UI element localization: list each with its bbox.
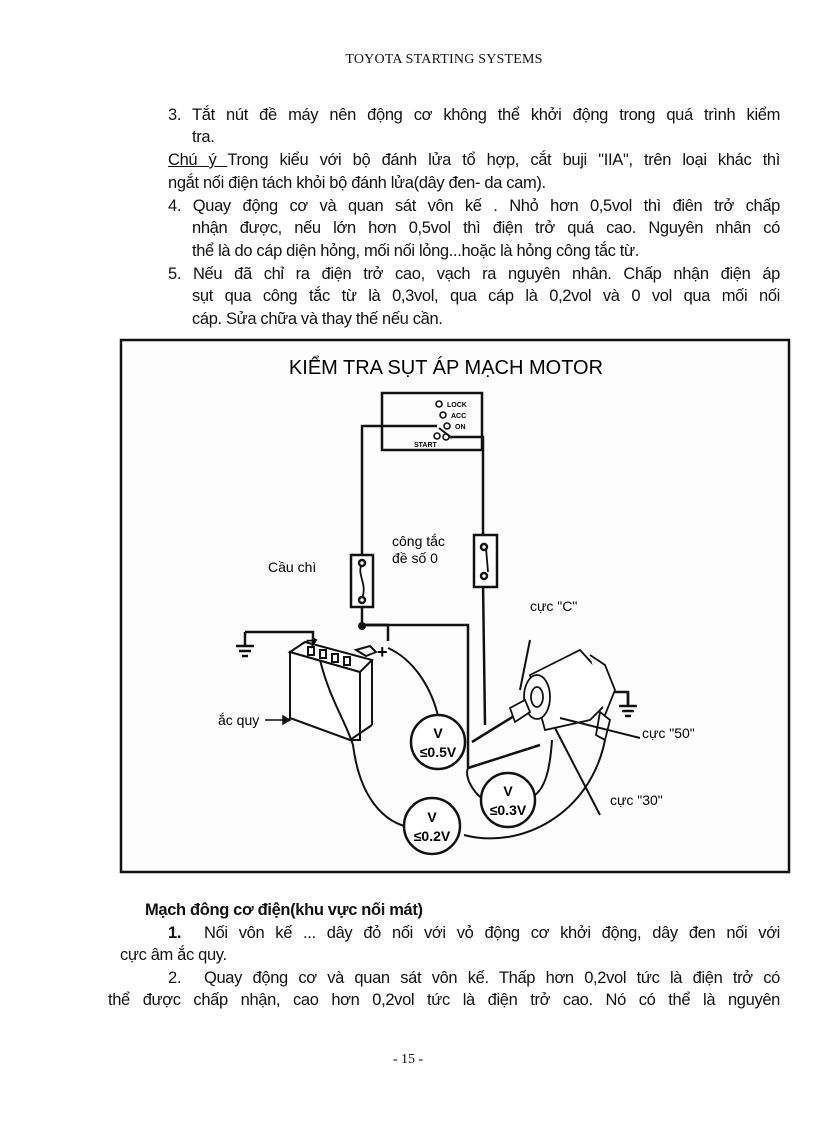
fuse-icon	[349, 553, 375, 609]
diagram-frame	[119, 338, 791, 874]
item-5-line-3: cáp. Sửa chữa và thay thế nếu cần.	[192, 310, 443, 328]
meter-leads	[319, 639, 641, 840]
voltmeter-symbol: V	[433, 725, 443, 741]
item-number: 1.	[168, 924, 182, 942]
voltmeter-symbol: V	[427, 809, 437, 825]
switch-on-label: ON	[455, 424, 466, 431]
item-4-line-2: nhận được, nếu lớn hơn 0,5vol thì điện t…	[192, 219, 780, 237]
item-3-line-2: tra.	[192, 128, 215, 146]
item-text: Quay động cơ và quan sát vôn kế. Thấp hơ…	[204, 969, 780, 987]
bottom-item-2-line-2: thể được chấp nhận, cao hơn 0,2vol tức l…	[108, 991, 780, 1009]
voltmeter-reading: ≤0.2V	[414, 828, 451, 844]
item-3-line-1: 3. Tắt nút đề máy nên động cơ không thể …	[168, 106, 780, 124]
junction-dot	[358, 622, 366, 630]
voltmeter-reading: ≤0.3V	[490, 802, 527, 818]
voltmeter-symbol: V	[503, 783, 513, 799]
ground-icon	[236, 632, 254, 658]
voltmeter-0.2v: V ≤0.2V	[402, 796, 462, 856]
item-number: 2.	[168, 969, 182, 987]
starter-motor-icon	[508, 648, 616, 742]
ground-icon	[619, 692, 637, 718]
switch-acc-label: ACC	[451, 413, 466, 420]
item-4-line-1: 4. Quay động cơ và quan sát vôn kế . Nhỏ…	[168, 197, 780, 215]
voltmeter-reading: ≤0.5V	[420, 744, 457, 760]
bottom-item-1-line-2: cực âm ắc quy.	[120, 946, 227, 964]
note-line-1: Chú ý Trong kiểu với bộ đánh lửa tổ hợp,…	[168, 150, 780, 170]
switch-start-label: START	[414, 442, 438, 449]
terminal-30-label: cực "30"	[610, 792, 663, 808]
section-heading: Mạch đông cơ điện(khu vực nối mát)	[145, 901, 423, 919]
item-5-line-1: 5. Nếu đã chỉ ra điện trở cao, vạch ra n…	[168, 265, 780, 283]
voltmeter-0.5v: V ≤0.5V	[409, 713, 467, 771]
fuse-label: Cầu chì	[268, 559, 316, 575]
starter-switch-label-2: đề số 0	[392, 550, 438, 566]
switch-lock-label: LOCK	[447, 402, 467, 409]
battery-label: ắc quy	[218, 712, 259, 728]
battery-minus-sign: −	[306, 633, 315, 650]
voltmeter-0.3v: V ≤0.3V	[479, 771, 537, 829]
note-line-2: ngắt nối điện tách khỏi bộ đánh lửa(dây …	[168, 174, 546, 192]
item-4-line-3: thể là do cáp diện hỏng, mối nối lỏng...…	[192, 242, 639, 260]
bottom-item-1-line-1: 1. Nối vôn kế ... dây đỏ nối với vỏ động …	[168, 923, 780, 943]
bottom-item-2-line-1: 2. Quay động cơ và quan sát vôn kế. Thấp …	[168, 968, 780, 988]
battery-plus-sign: +	[377, 642, 388, 662]
note-label: Chú ý	[168, 151, 228, 169]
arrow-right-icon	[265, 714, 292, 726]
starter-switch-label-1: công tắc	[392, 533, 445, 549]
item-5-line-2: sụt qua công tắc từ là 0,3vol, qua cáp l…	[192, 287, 780, 305]
page-number: - 15 -	[392, 1052, 424, 1067]
terminal-c-label: cực "C"	[530, 598, 577, 614]
running-header: TOYOTA STARTING SYSTEMS	[345, 52, 543, 67]
terminal-50-label: cực "50"	[642, 725, 695, 741]
diagram-title: KIỂM TRA SỤT ÁP MẠCH MOTOR	[289, 356, 603, 379]
note-text: Trong kiểu với bộ đánh lửa tổ hợp, cắt b…	[227, 151, 780, 169]
item-text: Nối vôn kế ... dây đỏ nối với vỏ động cơ…	[204, 924, 780, 942]
starter-relay-switch-icon	[472, 533, 499, 589]
